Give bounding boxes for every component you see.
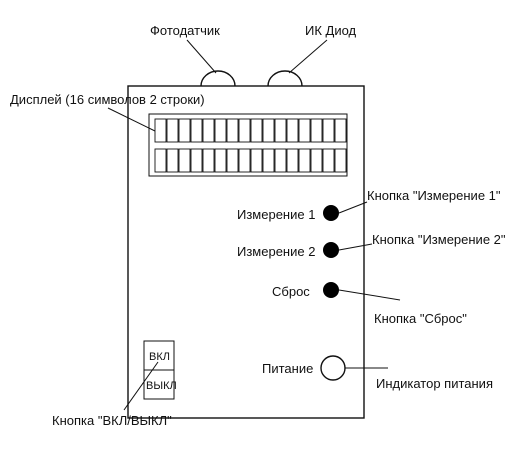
lcd-cell [334,118,347,143]
lcd-cell [226,118,239,143]
measure2-caption: Кнопка "Измерение 2" [372,232,506,247]
lcd-cell [190,148,203,173]
lcd-cell [334,148,347,173]
measure1-caption: Кнопка "Измерение 1" [367,188,501,203]
lcd-cell [202,118,215,143]
lcd-cell [238,148,251,173]
measure2-leader [338,243,373,251]
power-indicator-caption: Индикатор питания [376,376,493,391]
device-body [127,85,365,419]
lcd-cell [274,148,287,173]
measure1-button[interactable] [323,205,339,221]
ir-diode-label: ИК Диод [305,23,357,38]
lcd-cell [166,148,179,173]
lcd-cell [298,148,311,173]
lcd-cell [154,148,167,173]
reset-caption: Кнопка "Сброс" [374,311,467,326]
measure2-label: Измерение 2 [237,244,315,259]
lcd-cell [274,118,287,143]
lcd-cell [166,118,179,143]
lcd-cell [262,148,275,173]
measure1-label: Измерение 1 [237,207,315,222]
lcd-cell [202,148,215,173]
lcd-display [148,113,348,177]
lcd-cell [250,148,263,173]
lcd-cell [250,118,263,143]
lcd-cell [190,118,203,143]
photosensor-dome [200,70,236,87]
display-caption: Дисплей (16 символов 2 строки) [10,92,205,107]
switch-off-section[interactable] [143,369,175,400]
lcd-cell [154,118,167,143]
lcd-cell [322,118,335,143]
lcd-cell [226,148,239,173]
ir-diode-leader [288,39,328,74]
switch-leader [123,361,159,411]
photosensor-label: Фотодатчик [150,23,220,38]
power-indicator [320,355,346,381]
lcd-cell [286,118,299,143]
lcd-cell [178,148,191,173]
measure2-button[interactable] [323,242,339,258]
reset-button[interactable] [323,282,339,298]
switch-off-label: ВЫКЛ [146,380,177,392]
lcd-cell [310,148,323,173]
measure1-leader [338,201,368,214]
lcd-character-grid [154,118,347,173]
switch-on-label: ВКЛ [149,351,170,363]
lcd-cell [286,148,299,173]
lcd-cell [262,118,275,143]
reset-label: Сброс [272,284,310,299]
lcd-cell [214,118,227,143]
display-leader [107,107,158,133]
lcd-cell [178,118,191,143]
power-label: Питание [262,361,313,376]
lcd-cell [310,118,323,143]
ir-diode-dome [267,70,303,87]
lcd-cell [322,148,335,173]
lcd-cell [214,148,227,173]
lcd-cell [238,118,251,143]
photosensor-leader [186,39,217,74]
reset-leader [338,289,401,301]
switch-caption: Кнопка "ВКЛ/ВЫКЛ" [52,413,172,428]
lcd-cell [298,118,311,143]
